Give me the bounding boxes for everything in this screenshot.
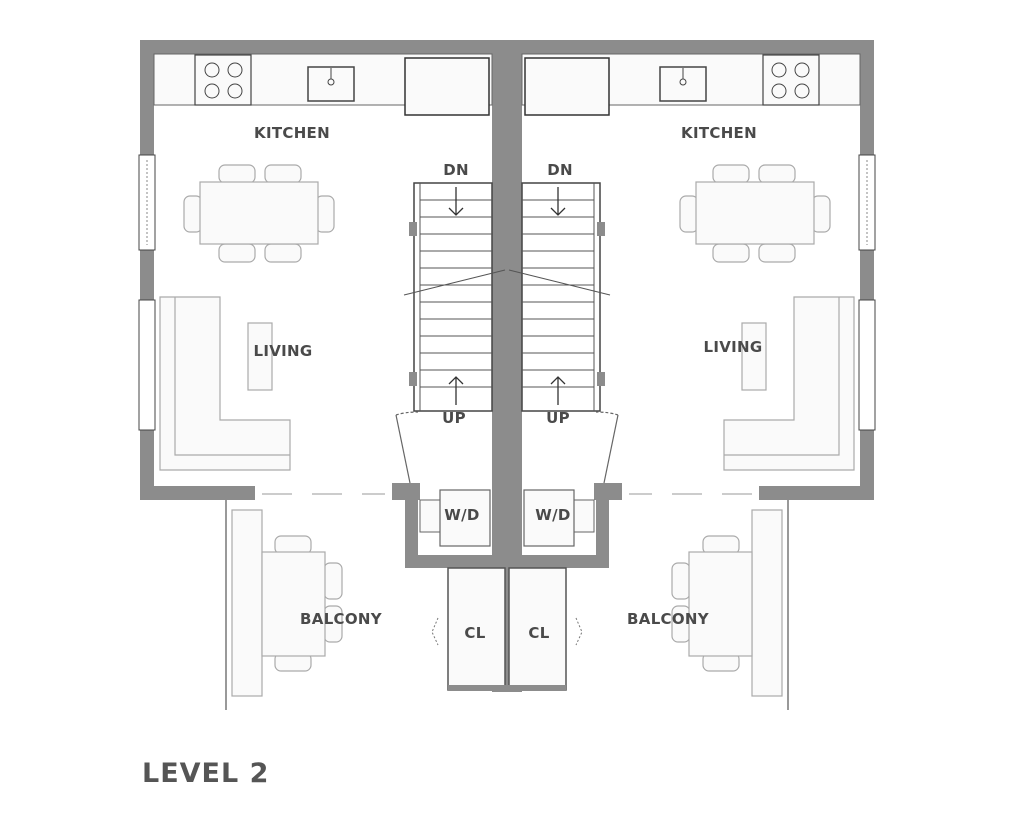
room-label-balcony: BALCONY [627,610,709,628]
stair-label-up: UP [442,409,466,427]
level-title: LEVEL 2 [142,758,270,789]
room-label-living: LIVING [703,338,763,356]
stair-label-down: DN [443,161,469,179]
room-label-kitchen: KITCHEN [254,124,330,142]
stair-label-down: DN [547,161,573,179]
room-label-closet: CL [528,624,550,642]
room-label-wd: W/D [535,506,571,524]
room-label-wd: W/D [444,506,480,524]
room-label-kitchen: KITCHEN [681,124,757,142]
room-label-balcony: BALCONY [300,610,382,628]
room-label-closet: CL [464,624,486,642]
stair-label-up: UP [546,409,570,427]
room-label-living: LIVING [253,342,313,360]
